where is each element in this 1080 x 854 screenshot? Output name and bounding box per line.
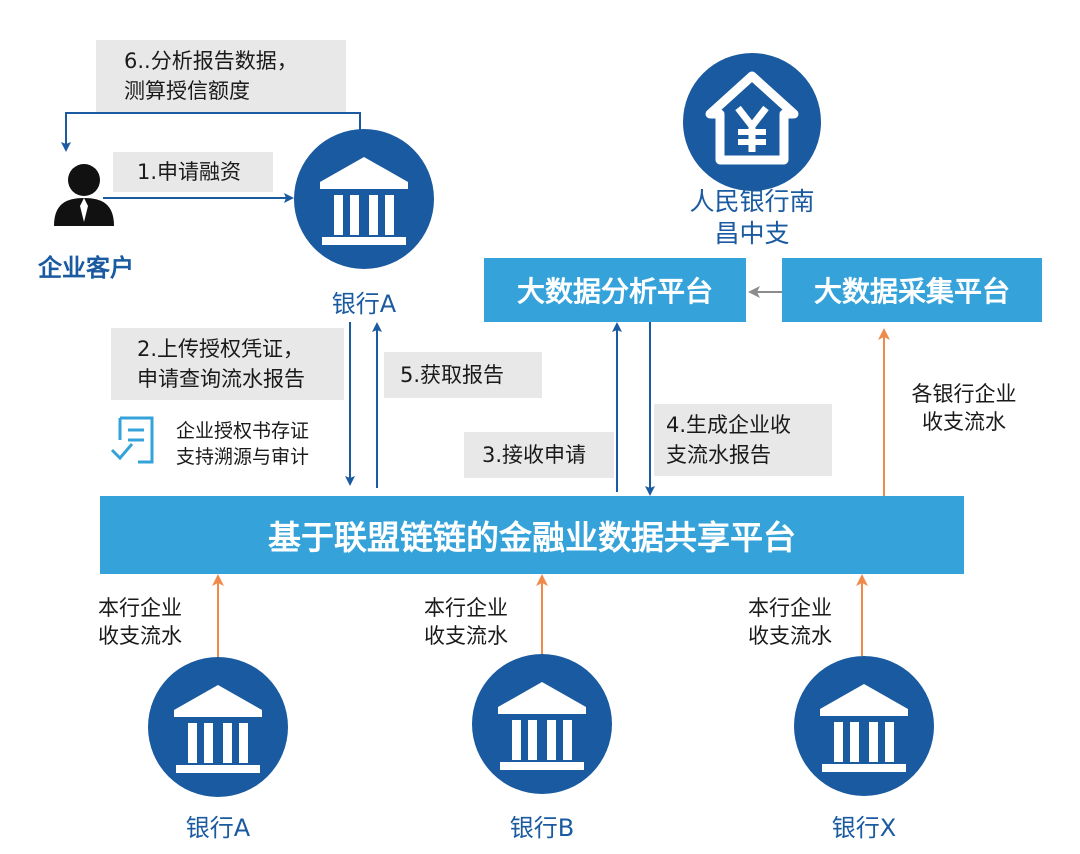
- pbc-label: 人民银行南 昌中支: [652, 186, 852, 250]
- step1-box: 1.申请融资: [113, 152, 273, 192]
- bank-a-bottom-node: [146, 655, 290, 799]
- bank-x-flow-line1: 本行企业: [748, 596, 832, 620]
- step6-line2: 测算授信额度: [124, 79, 250, 103]
- bank-x-bottom-node: [792, 654, 936, 798]
- step6-line1: 6..分析报告数据，: [124, 49, 298, 73]
- bank-building-icon: [794, 656, 934, 796]
- bank-x-flow-note: 本行企业 收支流水: [748, 594, 832, 650]
- collection-platform-label: 大数据采集平台: [813, 275, 1010, 308]
- auth-note: 企业授权书存证 支持溯源与审计: [176, 418, 309, 470]
- analysis-platform-label: 大数据分析平台: [516, 275, 713, 308]
- bank-x-bottom-label: 银行X: [831, 814, 897, 842]
- step1-label: 1.申请融资: [137, 160, 242, 184]
- step5-label: 5.获取报告: [400, 363, 505, 387]
- bank-building-icon: [148, 657, 288, 797]
- step3-box: 3.接收申请: [464, 432, 614, 478]
- step4-box: 4.生成企业收 支流水报告: [654, 404, 832, 476]
- bank-b-flow-line1: 本行企业: [424, 596, 508, 620]
- bank-b-flow-note: 本行企业 收支流水: [424, 594, 508, 650]
- bank-building-icon: [472, 654, 612, 794]
- step2-line2: 申请查询流水报告: [137, 367, 305, 391]
- all-banks-note: 各银行企业 收支流水: [904, 380, 1024, 436]
- all-banks-note-line1: 各银行企业: [911, 382, 1017, 406]
- bank-a-top-node: [292, 127, 436, 271]
- bank-a-flow-line2: 收支流水: [98, 624, 182, 648]
- bank-a-flow-note: 本行企业 收支流水: [98, 594, 182, 650]
- bank-a-top-label: 银行A: [331, 290, 397, 318]
- pbc-node: [682, 52, 822, 192]
- customer-label: 企业客户: [38, 254, 134, 282]
- auth-note-line2: 支持溯源与审计: [176, 446, 310, 468]
- step2-box: 2.上传授权凭证， 申请查询流水报告: [111, 328, 344, 400]
- main-platform-box: 基于联盟链链的金融业数据共享平台: [100, 496, 964, 574]
- bank-a-flow-line1: 本行企业: [98, 596, 182, 620]
- auth-note-line1: 企业授权书存证: [176, 420, 310, 442]
- person-icon: [54, 164, 114, 226]
- step3-label: 3.接收申请: [482, 443, 587, 467]
- step2-line1: 2.上传授权凭证，: [137, 337, 305, 361]
- analysis-platform-box: 大数据分析平台: [484, 258, 746, 322]
- bank-x-flow-line2: 收支流水: [748, 624, 832, 648]
- arrow-step6: [61, 112, 361, 152]
- main-platform-label: 基于联盟链链的金融业数据共享平台: [268, 518, 796, 557]
- document-check-icon: [110, 416, 154, 464]
- bank-b-flow-line2: 收支流水: [424, 624, 508, 648]
- bank-a-bottom-label: 银行A: [185, 814, 251, 842]
- all-banks-note-line2: 收支流水: [922, 410, 1006, 434]
- bank-b-bottom-node: [470, 652, 614, 796]
- step4-line1: 4.生成企业收: [666, 413, 792, 437]
- step5-box: 5.获取报告: [384, 352, 542, 398]
- step4-line2: 支流水报告: [666, 443, 771, 467]
- step6-box: 6..分析报告数据， 测算授信额度: [96, 40, 346, 112]
- pbc-label-line2: 昌中支: [714, 219, 790, 248]
- collection-platform-box: 大数据采集平台: [782, 258, 1042, 322]
- pbc-label-line1: 人民银行南: [689, 187, 815, 216]
- bank-building-icon: [294, 129, 434, 269]
- yuan-house-icon: [683, 53, 821, 191]
- bank-b-bottom-label: 银行B: [509, 814, 575, 842]
